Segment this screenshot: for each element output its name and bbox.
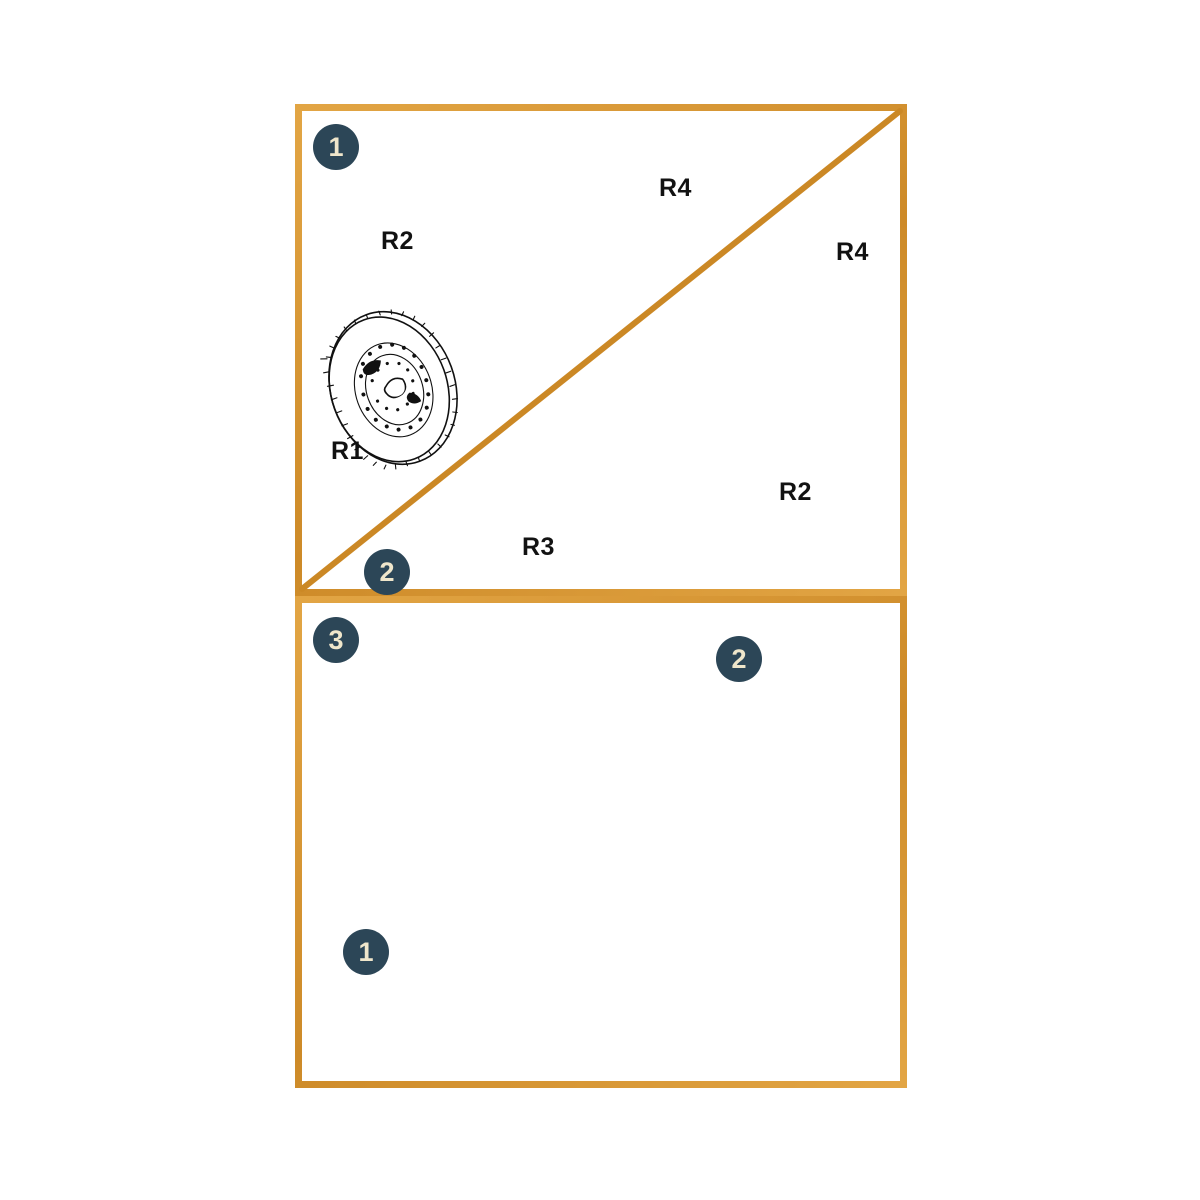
part-label-r2-step2: R2 bbox=[779, 478, 812, 506]
sub-step-badge-2[interactable]: 2 bbox=[716, 636, 762, 682]
part-label-r1: R1 bbox=[331, 437, 364, 465]
step-badge-3[interactable]: 3 bbox=[313, 617, 359, 663]
part-label-r4: R4 bbox=[659, 174, 692, 202]
step-badge-1[interactable]: 1 bbox=[313, 124, 359, 170]
panel-top-frame bbox=[295, 104, 907, 596]
part-label-r2: R2 bbox=[381, 227, 414, 255]
panel-bottom-frame bbox=[295, 596, 907, 1088]
part-label-r4-step2: R4 bbox=[836, 238, 869, 266]
step-badge-2[interactable]: 2 bbox=[364, 549, 410, 595]
sub-step-badge-1[interactable]: 1 bbox=[343, 929, 389, 975]
part-label-r3: R3 bbox=[522, 533, 555, 561]
